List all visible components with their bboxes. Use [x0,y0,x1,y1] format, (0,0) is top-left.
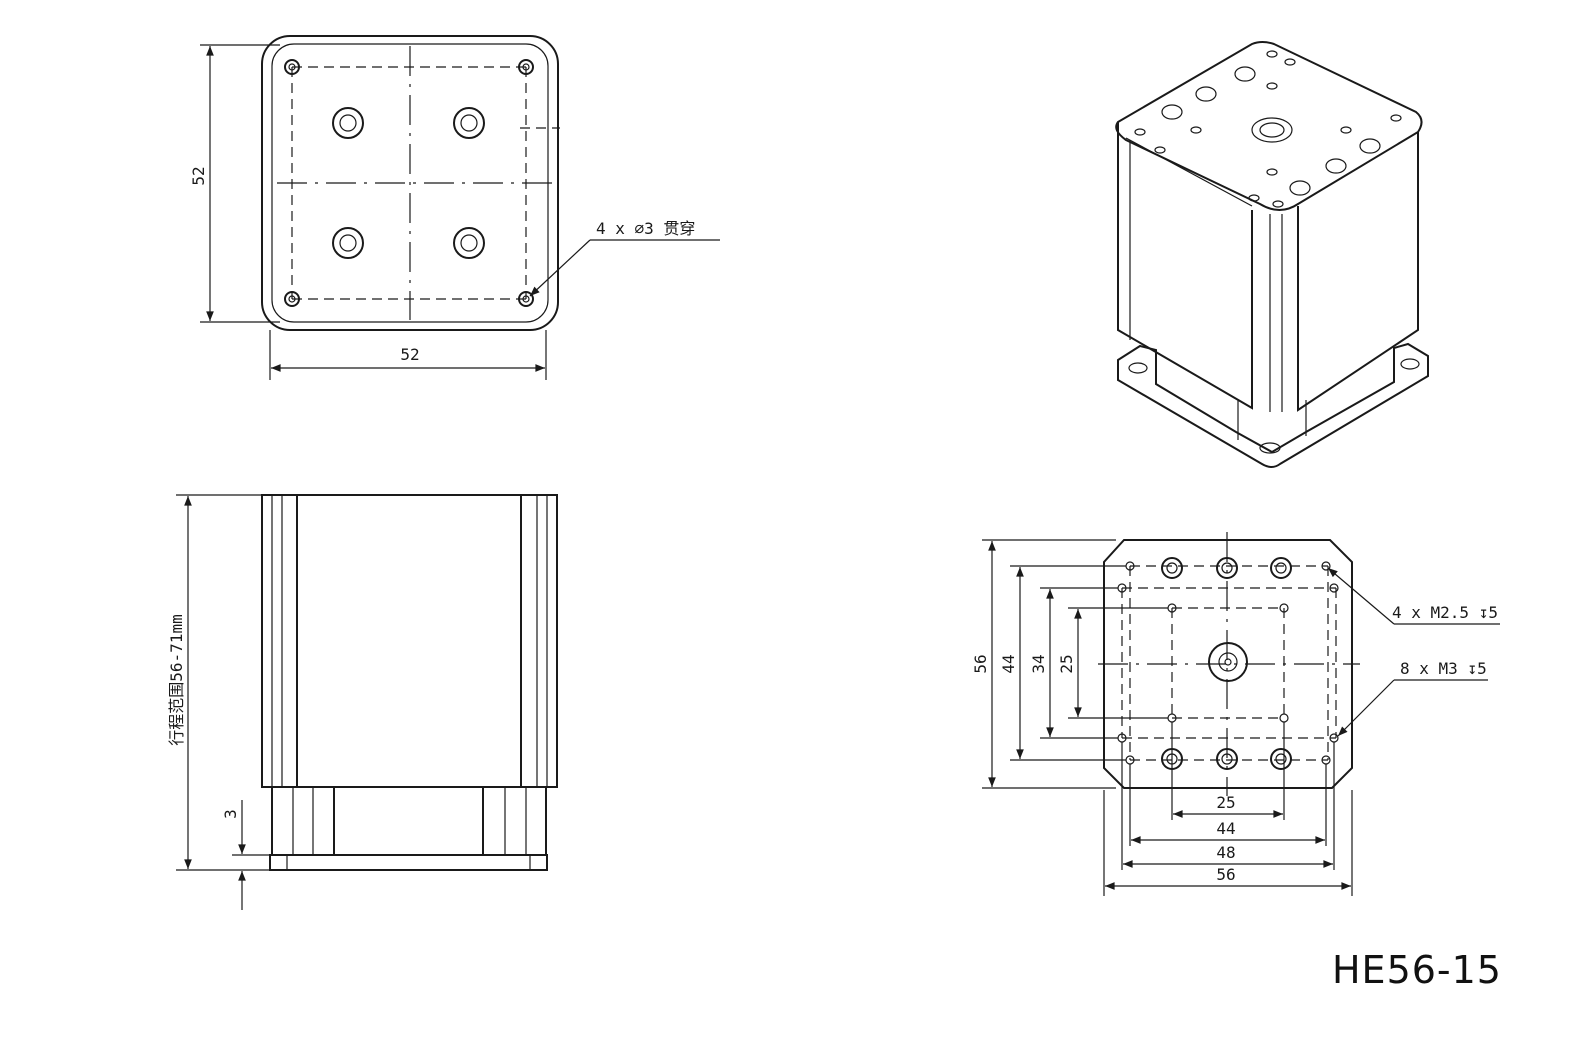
corner-holes [284,59,534,307]
v-dim-56: 56 [971,654,990,673]
stroke-note: 行程范围56-71mm [167,614,186,745]
top-view: 52 52 4 x ∅3 贯穿 [189,35,720,380]
v-dim-25: 25 [1057,654,1076,673]
top-height-dim: 52 [189,166,208,185]
base-dim: 3 [221,809,240,819]
h-dim-56: 56 [1216,865,1235,884]
bottom-small-holes [1117,561,1339,765]
counterbore-holes [332,107,485,259]
isometric-view [1115,41,1429,468]
h-dim-48: 48 [1216,843,1235,862]
hole-note: 4 x ∅3 贯穿 [596,219,695,238]
note-m3: 8 x M3 ↧5 [1400,659,1487,678]
h-dim-44: 44 [1216,819,1235,838]
v-dim-44: 44 [999,654,1018,673]
note-m25: 4 x M2.5 ↧5 [1392,603,1498,622]
v-dim-34: 34 [1029,654,1048,673]
h-dim-25: 25 [1216,793,1235,812]
top-width-dim: 52 [400,345,419,364]
bottom-counterbores [1161,557,1292,770]
side-view: 行程范围56-71mm 3 [167,494,558,910]
iso-top-holes [1134,50,1402,208]
bottom-view: 4 x M2.5 ↧5 8 x M3 ↧5 56 44 34 25 25 44 … [971,532,1500,896]
model-title: HE56-15 [1331,948,1502,992]
